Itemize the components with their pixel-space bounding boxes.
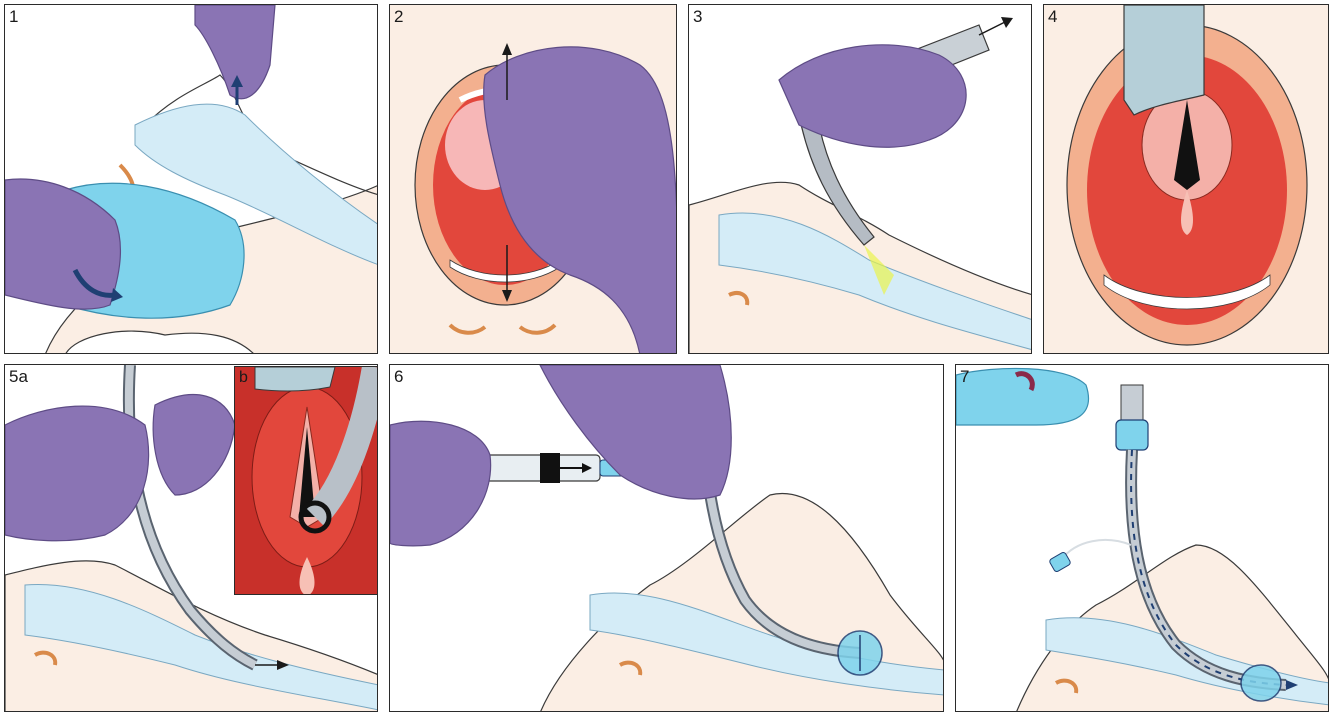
panel-2-mouth-opening: 2 [389,4,677,354]
panel-6-cuff-inflation: 6 [389,364,944,712]
glove-hand-icon [390,421,491,546]
panel-4-vocal-cord-view: 4 [1043,4,1329,354]
panel-3-laryngoscope-insertion: 3 [688,4,1032,354]
inset-b-label: b [239,369,248,387]
panel-6-label: 6 [394,367,403,387]
panel-7-ventilation: 7 [955,364,1329,712]
panel-7-illustration [956,365,1329,712]
bag-valve-icon [956,368,1089,425]
panel-2-illustration [390,5,677,354]
panel-1-illustration [5,5,378,354]
panel-3-label: 3 [693,7,702,27]
panel-1-mask-ventilation: 1 [4,4,378,354]
panel-4-label: 4 [1048,7,1057,27]
panel-5a-tube-insertion: 5a b [4,364,378,712]
glove-hand-icon [5,406,149,541]
panel-6-illustration [390,365,944,712]
panel-1-label: 1 [9,7,18,27]
panel-4-illustration [1044,5,1329,354]
panel-7-label: 7 [960,367,969,387]
panel-3-illustration [689,5,1032,354]
inset-b-tube-through-cords: b [234,366,378,595]
panel-2-label: 2 [394,7,403,27]
inset-b-illustration [235,367,378,595]
panel-5a-label: 5a [9,367,28,387]
